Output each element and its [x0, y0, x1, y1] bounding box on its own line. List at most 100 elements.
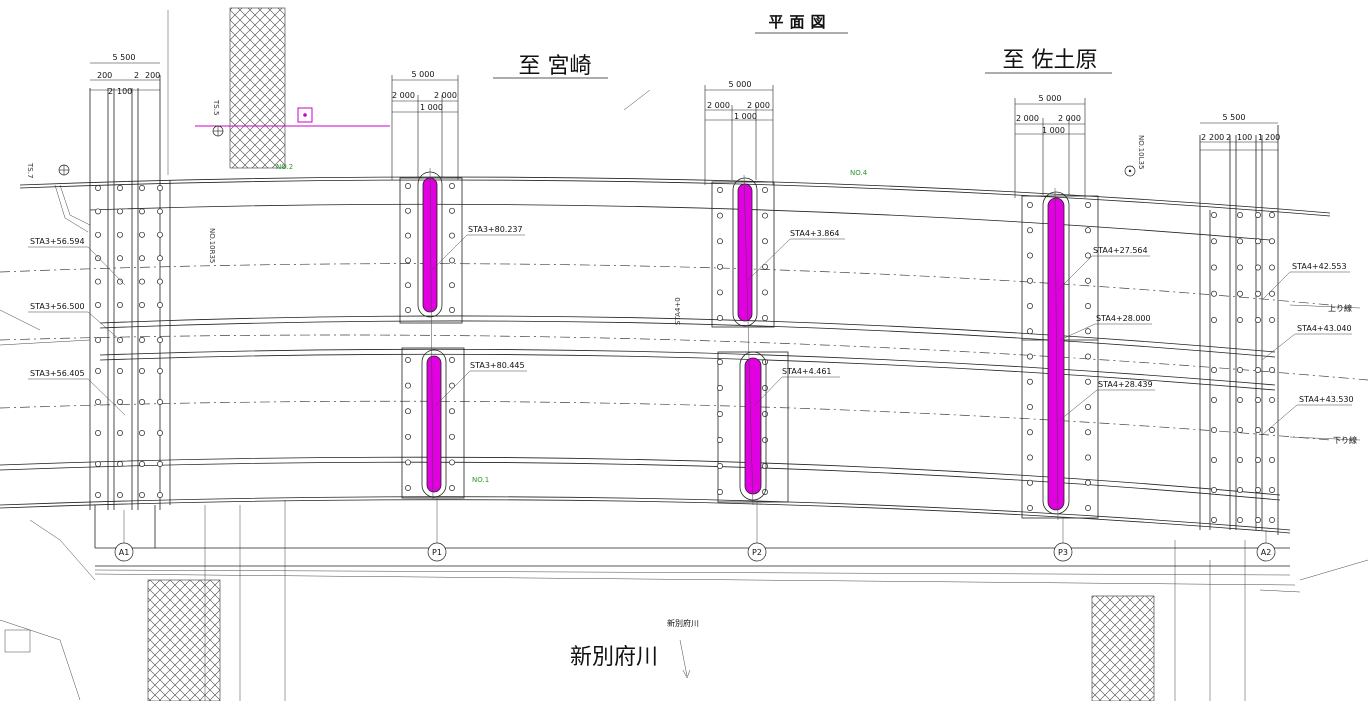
dim-p2-total: 5 000	[729, 80, 752, 89]
bolt-hole	[1269, 238, 1275, 245]
bolt-hole	[1085, 227, 1091, 234]
bolt-hole	[1255, 238, 1261, 245]
sta-p2-up: STA4+3.864	[790, 229, 840, 238]
bolt-hole	[95, 278, 101, 285]
direction-right: 至 佐土原	[1003, 48, 1098, 73]
bolt-hole	[449, 459, 455, 466]
bolt-hole	[717, 289, 723, 296]
bolt-hole	[95, 399, 101, 405]
mark-no4: NO.4	[850, 169, 868, 177]
bolt-hole	[717, 187, 723, 193]
bolt-hole	[117, 368, 123, 374]
bolt-hole	[1027, 505, 1033, 511]
bolt-hole	[1255, 212, 1261, 218]
bolt-hole	[1027, 303, 1033, 309]
bolt-hole	[1211, 290, 1217, 297]
bolt-hole	[717, 437, 723, 443]
bolt-hole	[1269, 517, 1275, 523]
bolt-hole	[1211, 397, 1217, 403]
dim-p3-part: 2 000	[1016, 114, 1039, 123]
bolt-hole	[117, 461, 123, 467]
bolt-hole	[717, 212, 723, 219]
bolt-hole	[157, 430, 163, 436]
station-text: STA3+56.594 STA3+56.500 STA3+56.405 STA3…	[30, 225, 1354, 404]
bolt-hole	[139, 368, 145, 374]
bolt-hole	[405, 459, 411, 466]
bolt-hole	[95, 302, 101, 308]
mark-ts5: TS.5	[212, 99, 220, 115]
bolt-hole	[117, 430, 123, 436]
bolt-hole	[1211, 517, 1217, 523]
bolt-hole	[1085, 429, 1091, 436]
river-flow-arrow	[679, 639, 688, 677]
bolt-hole	[157, 231, 163, 238]
bolt-hole	[1027, 227, 1033, 234]
bolt-hole	[717, 263, 723, 270]
mark-no1: NO.1	[472, 476, 489, 484]
bolt-hole	[405, 307, 411, 313]
bolt-hole	[1211, 212, 1217, 218]
bolt-hole	[1269, 397, 1275, 403]
bolt-hole	[762, 187, 768, 193]
bolt-hole	[1211, 457, 1217, 463]
bolt-hole	[717, 238, 723, 245]
sta-p1-up: STA3+80.237	[468, 225, 523, 234]
sta-p3-1: STA4+27.564	[1093, 246, 1148, 255]
bolt-hole	[762, 437, 768, 443]
bolt-hole	[1085, 252, 1091, 259]
bolt-hole	[449, 232, 455, 239]
bolt-hole	[1237, 290, 1243, 297]
bolt-hole	[1085, 505, 1091, 511]
dim-a1-total: 5 500	[113, 53, 136, 62]
bolt-hole	[1237, 427, 1243, 433]
dimension-text: 5 500 200 2 100 2 200 5 000 2 000 1 000 …	[97, 53, 1280, 142]
sta-p1-down: STA3+80.445	[470, 361, 525, 370]
bolt-hole	[405, 282, 411, 289]
bolt-hole	[449, 408, 455, 415]
bolt-hole	[95, 255, 101, 262]
road-outlines	[0, 176, 1368, 586]
bolt-hole	[717, 359, 723, 365]
mark-sta4-center: STA4+0	[674, 297, 682, 325]
dim-p3-part: 2 000	[1058, 114, 1081, 123]
bolt-hole	[1085, 353, 1091, 360]
bolt-hole	[139, 208, 145, 215]
bolt-hole	[1269, 427, 1275, 433]
bolt-hole	[1255, 457, 1261, 463]
bolt-hole	[1211, 238, 1217, 245]
bolt-hole	[1085, 454, 1091, 461]
support-p3-label: P3	[1058, 548, 1068, 557]
sta-p2-down: STA4+4.461	[782, 367, 832, 376]
bolt-hole	[762, 411, 768, 417]
dimension-lines	[90, 62, 1278, 198]
bolt-hole	[95, 368, 101, 374]
bolt-hole	[1269, 317, 1275, 323]
bolt-hole	[95, 492, 101, 498]
bolt-hole	[1085, 328, 1091, 335]
bolt-hole	[157, 492, 163, 498]
bolt-hole	[139, 255, 145, 262]
bolt-hole	[1085, 303, 1091, 309]
bolt-hole	[1237, 457, 1243, 463]
bolt-hole	[1027, 404, 1033, 410]
bolt-hole	[449, 433, 455, 440]
bolt-hole	[157, 337, 163, 343]
bolt-hole	[1255, 517, 1261, 523]
mark-no10l35: NO.10L35	[1137, 135, 1145, 169]
dim-a2-part: 200	[1209, 133, 1224, 142]
support-a2-label: A2	[1261, 548, 1272, 557]
bolt-hole	[1237, 238, 1243, 245]
bolt-hole	[117, 255, 123, 262]
bolt-hole	[1027, 252, 1033, 259]
dim-p1-part: 2 000	[392, 91, 415, 100]
bolt-hole	[157, 368, 163, 374]
bolt-hole	[1237, 397, 1243, 403]
dim-a1-part: 200	[97, 71, 112, 80]
bolt-hole	[95, 208, 101, 215]
dim-p2-part: 1 000	[734, 112, 757, 121]
bolt-hole	[1255, 487, 1261, 493]
bolt-hole	[717, 411, 723, 417]
bolt-hole	[405, 357, 411, 363]
bolt-hole	[762, 263, 768, 270]
bolt-hole	[1255, 367, 1261, 373]
